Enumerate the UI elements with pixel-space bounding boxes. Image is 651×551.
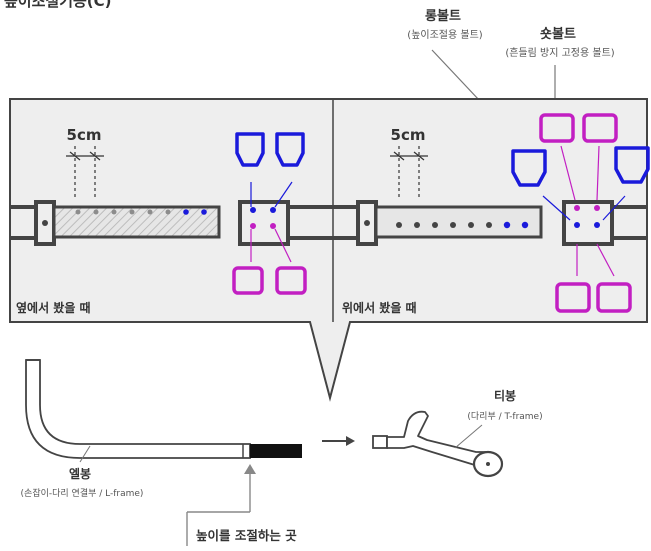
top-view-measure: 5cm — [391, 126, 426, 144]
long-bolt-subtitle: (높이조절용 볼트) — [407, 28, 482, 41]
side-view-caption: 옆에서 봤을 때 — [16, 300, 91, 315]
top-view-caption: 위에서 봤을 때 — [342, 300, 417, 315]
assembly-arrow — [322, 436, 355, 446]
t-frame-title: 티봉 — [494, 388, 516, 403]
side-short-bolt-icon-1 — [232, 266, 264, 295]
t-frame-body — [386, 410, 491, 467]
page-title-partial: 늪이조절기능(C) — [4, 0, 112, 10]
long-bolt-title: 롱볼트 — [425, 9, 461, 24]
side-inner-tube-hatched — [52, 205, 221, 239]
top-long-bolt-icon-1 — [511, 149, 547, 187]
top-view-panel: 5cm — [333, 113, 650, 315]
top-joint-sleeve — [562, 200, 614, 246]
l-frame-tube — [25, 359, 251, 459]
top-short-bolt-icon-3 — [555, 282, 591, 313]
t-frame-subtitle: (다리부 / T-frame) — [467, 411, 542, 422]
side-short-bolt-icon-2 — [275, 266, 307, 295]
side-long-bolt-icon-2 — [275, 132, 305, 167]
l-frame-drawing: 엘봉 (손잡이-다리 연결부 / L-frame) — [21, 359, 302, 499]
l-frame-title: 엘봉 — [69, 467, 91, 481]
t-frame-stub — [372, 435, 388, 449]
top-short-bolt-icon-1 — [539, 113, 575, 143]
top-short-bolt-icon-4 — [596, 282, 632, 313]
side-long-bolt-icon-1 — [235, 132, 265, 167]
short-bolt-subtitle: (흔들림 방지 고정용 볼트) — [505, 46, 614, 59]
view-panel-bubble — [9, 98, 648, 402]
side-view-panel: 5cm 옆에 — [10, 126, 333, 315]
l-frame-leader — [79, 445, 91, 463]
top-long-bolt-icon-2 — [614, 146, 650, 184]
height-adjust-pointer: 높이를 조절하는 곳 — [186, 464, 297, 546]
t-frame-leader — [454, 424, 483, 449]
height-adjust-label: 높이를 조절하는 곳 — [196, 528, 297, 543]
top-short-bolt-icon-2 — [582, 113, 618, 143]
t-frame-drawing: 티봉 (다리부 / T-frame) — [372, 388, 543, 478]
l-frame-subtitle: (손잡이-다리 연결부 / L-frame) — [21, 487, 144, 499]
side-joint-sleeve — [238, 200, 290, 246]
l-frame-adjust-section — [250, 444, 302, 458]
side-view-measure: 5cm — [67, 126, 102, 144]
short-bolt-title: 숏볼트 — [540, 27, 576, 42]
top-inner-tube — [374, 205, 543, 239]
